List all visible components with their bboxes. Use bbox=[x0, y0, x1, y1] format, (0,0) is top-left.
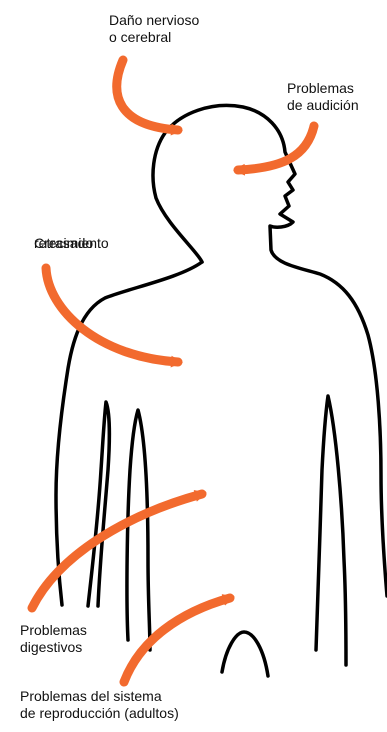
brain-damage-label: Daño nervioso o cerebral bbox=[109, 12, 199, 46]
left-torso-side-outline bbox=[127, 410, 150, 650]
reproductive-problems-label: Problemas del sistema de reproducción (a… bbox=[20, 688, 179, 722]
hearing-arrow bbox=[238, 126, 314, 170]
reproductive-arrow bbox=[124, 598, 230, 682]
hearing-problems-label: Problemas de audición bbox=[287, 80, 359, 114]
body-outline bbox=[56, 105, 387, 676]
growth-label: Crecimiento retrasado bbox=[34, 235, 144, 253]
right-inner-arm-outline bbox=[316, 396, 346, 665]
arrows bbox=[32, 60, 314, 682]
digestive-problems-label: Problemas digestivos bbox=[20, 622, 87, 656]
crotch-outline bbox=[222, 632, 268, 676]
left-inner-arm-outline bbox=[88, 402, 109, 606]
brain-arrow bbox=[117, 60, 178, 130]
head-and-torso-outline bbox=[153, 105, 387, 596]
growth-label-word-2: retrasado bbox=[34, 235, 93, 252]
